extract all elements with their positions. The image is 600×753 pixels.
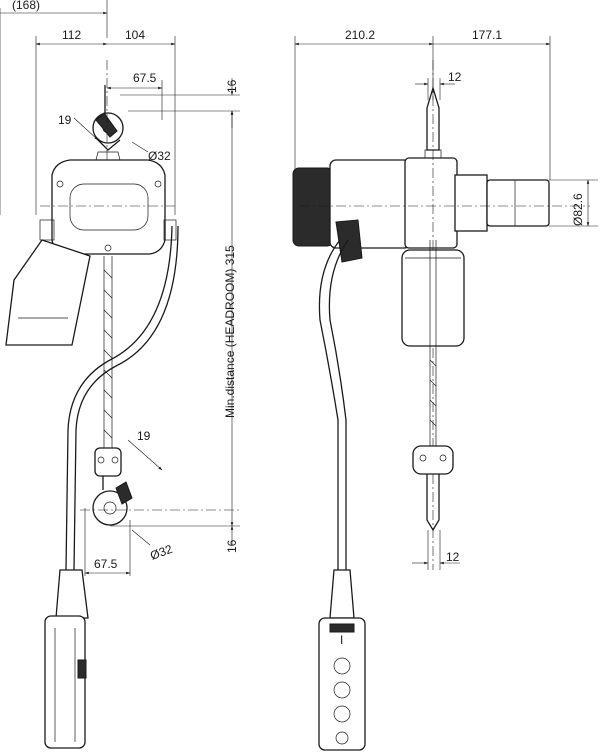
side-bottom-hook-dimension: 12 — [412, 530, 460, 570]
motor-diameter-label: Ø82.6 — [571, 193, 585, 226]
top-offset-label: 16 — [225, 79, 239, 93]
bottom-hook-angle-label: 19 — [137, 429, 151, 443]
side-bottom-hook — [412, 445, 454, 532]
side-left-length-label: 210.2 — [345, 28, 375, 42]
side-bottom-hook-thickness-label: 12 — [446, 550, 460, 564]
side-pendant: I — [318, 617, 366, 751]
overall-width-label: (168) — [12, 0, 40, 12]
right-width-label: 104 — [125, 28, 145, 42]
front-pendant — [44, 615, 87, 749]
headroom-dimension: Min.distance (HEADROOM) 315 — [223, 110, 237, 527]
side-motor-diameter-dimension: Ø82.6 — [549, 179, 598, 227]
top-hook-width-label: 67.5 — [133, 71, 157, 85]
top-hook-diameter-label: Ø32 — [148, 149, 171, 163]
side-pendant-cable — [318, 219, 363, 619]
bottom-offset-label: 16 — [225, 539, 239, 553]
front-switch-box — [5, 239, 91, 346]
bottom-hook: 16 19 67.5 Ø32 — [80, 429, 240, 576]
body-width-dimension: 112 104 — [35, 28, 176, 215]
front-pendant-cable — [55, 225, 179, 619]
top-hook-angle-label: 19 — [58, 113, 72, 127]
left-width-label: 112 — [62, 28, 81, 42]
pendant-label: I — [340, 633, 343, 647]
headroom-label: Min.distance (HEADROOM) 315 — [223, 245, 237, 418]
side-length-dimension: 210.2 177.1 — [294, 28, 551, 215]
top-hook-dimensions: 67.5 19 Ø32 16 — [58, 71, 240, 163]
side-load-chain — [429, 240, 437, 448]
side-chain-container — [401, 249, 465, 347]
side-right-length-label: 177.1 — [472, 28, 502, 42]
overall-width-dimension: (168) — [0, 0, 108, 215]
front-hoist-body — [39, 159, 177, 255]
top-hook — [92, 60, 124, 250]
side-top-hook-thickness-label: 12 — [448, 70, 462, 84]
bottom-hook-diameter-label: Ø32 — [148, 542, 174, 563]
front-load-chain — [103, 256, 113, 450]
side-top-hook-dimension: 12 — [415, 70, 462, 100]
side-view: 210.2 177.1 12 — [292, 28, 598, 751]
front-view: (168) 112 104 67.5 19 Ø32 16 — [0, 0, 240, 749]
bottom-hook-width-label: 67.5 — [94, 557, 118, 571]
